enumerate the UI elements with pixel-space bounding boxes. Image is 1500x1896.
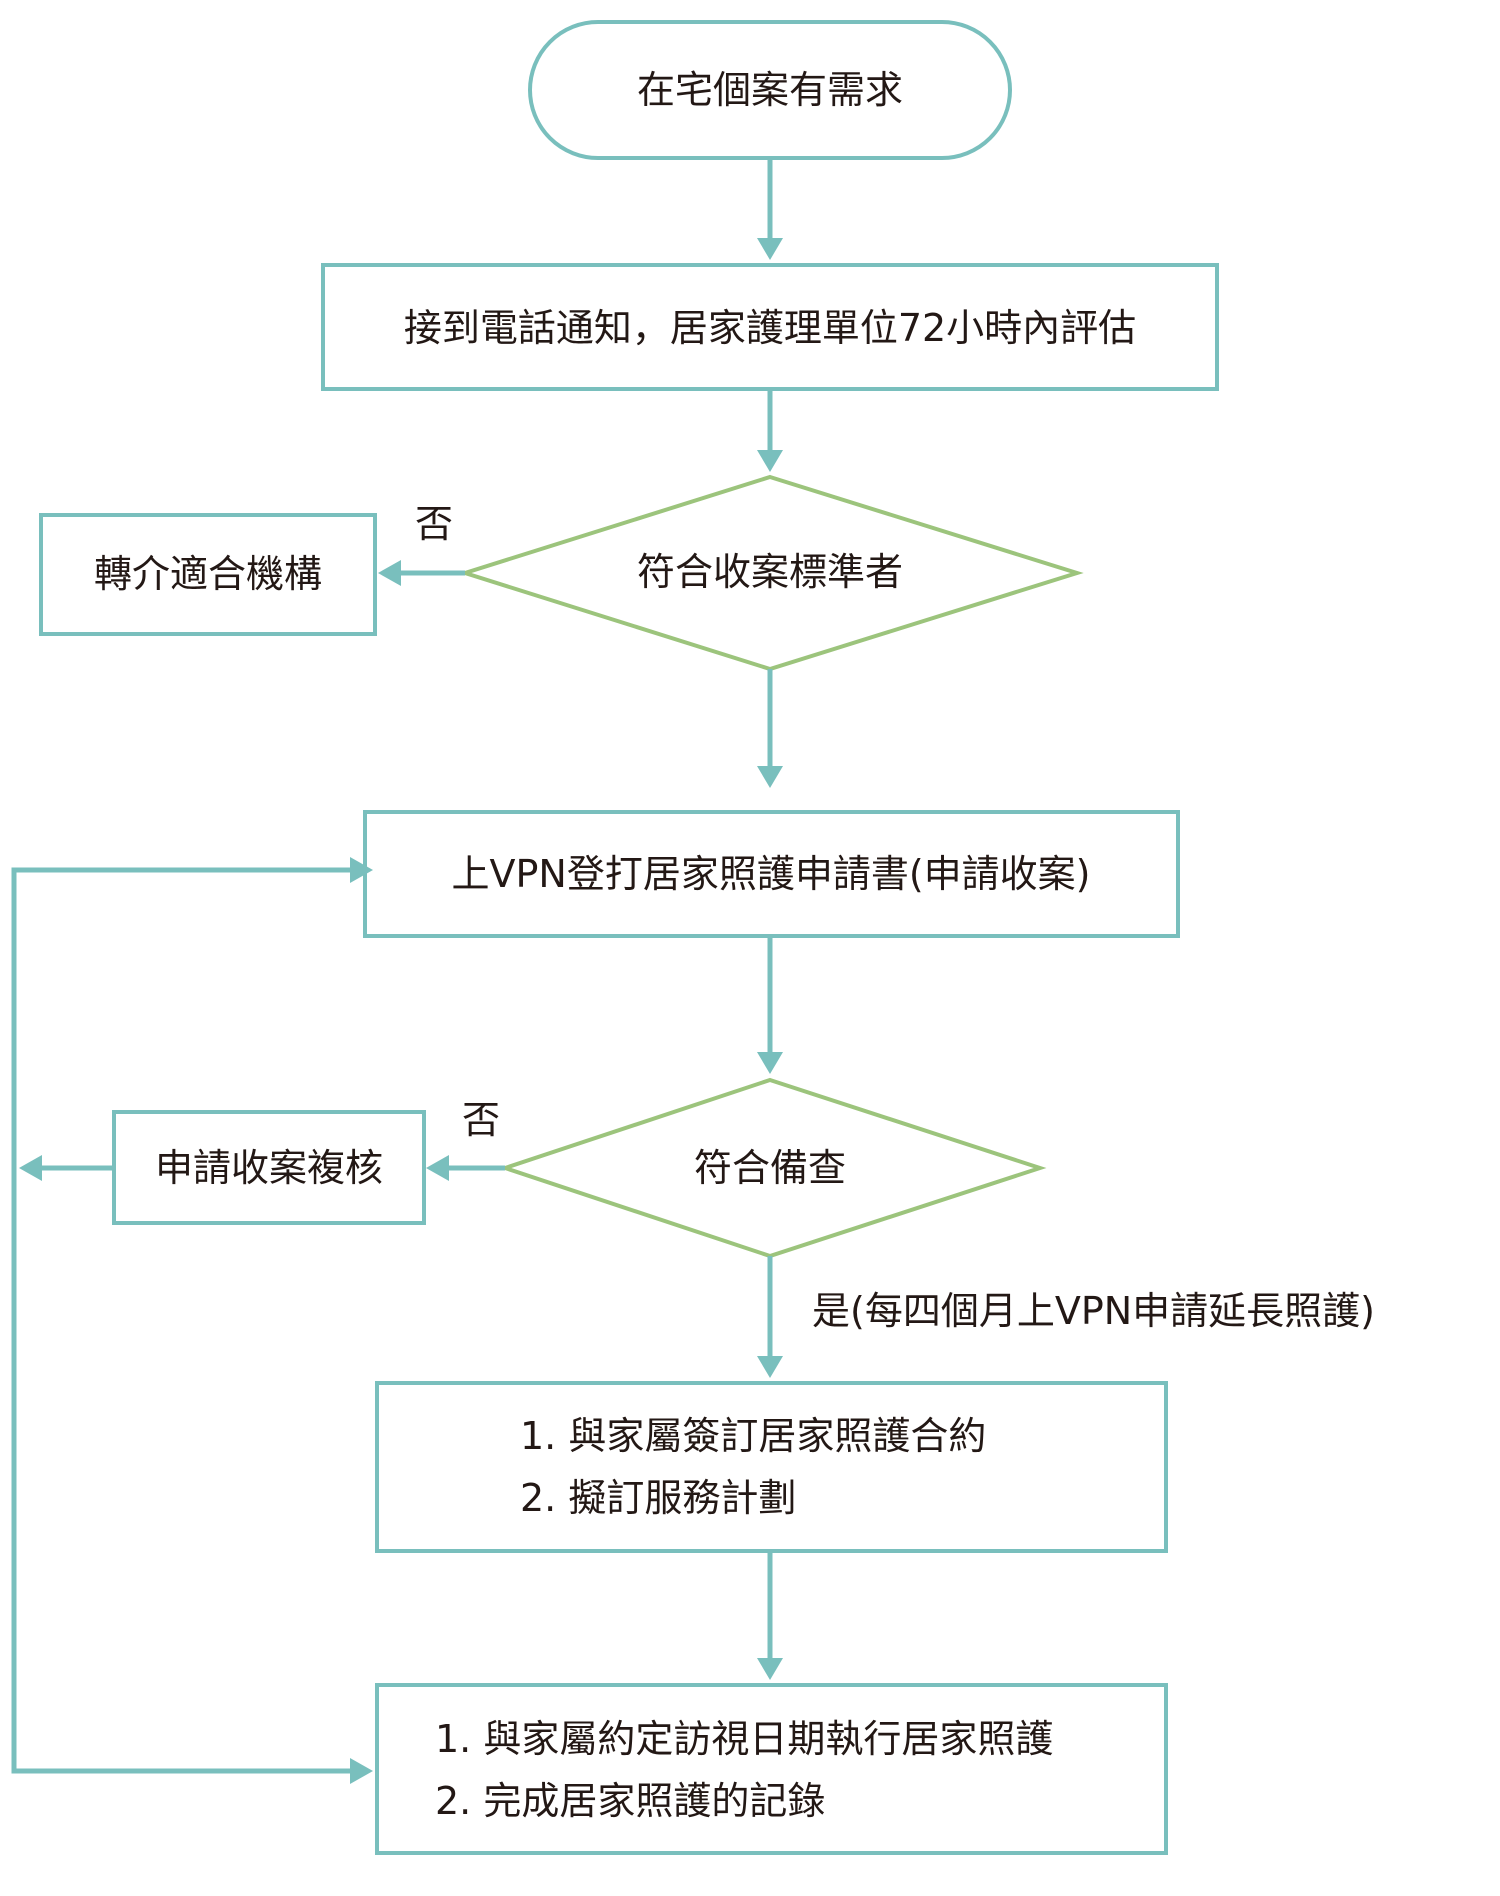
visit-box <box>375 1683 1168 1855</box>
vpn-apply-box <box>363 810 1180 938</box>
arrowhead <box>378 560 401 586</box>
contract-item: 2. 擬訂服務計劃 <box>520 1476 797 1520</box>
criteria-no-label: 否 <box>415 502 454 546</box>
phone-notice-label: 接到電話通知，居家護理單位72小時內評估 <box>403 306 1137 350</box>
arrowhead <box>19 1155 42 1181</box>
record-no-label: 否 <box>462 1098 501 1142</box>
arrowhead <box>757 1658 783 1680</box>
phone-notice-box <box>321 263 1219 391</box>
referral-label: 轉介適合機構 <box>93 552 323 596</box>
vpn-apply-label: 上VPN登打居家照護申請書(申請收案) <box>451 852 1091 896</box>
visit-list: 1. 與家屬約定訪視日期執行居家照護 2. 完成居家照護的記錄 <box>435 1708 1053 1832</box>
visit-item: 1. 與家屬約定訪視日期執行居家照護 <box>435 1717 1054 1761</box>
contract-item: 1. 與家屬簽訂居家照護合約 <box>520 1414 987 1458</box>
arrowhead <box>757 450 783 472</box>
review-label: 申請收案複核 <box>154 1146 384 1190</box>
arrowhead <box>350 1758 373 1784</box>
arrowhead <box>757 238 783 260</box>
visit-item: 2. 完成居家照護的記錄 <box>435 1779 826 1823</box>
arrowhead <box>426 1155 449 1181</box>
arrowhead <box>350 857 373 883</box>
criteria-decision-label: 符合收案標準者 <box>636 550 904 594</box>
start-label: 在宅個案有需求 <box>636 68 904 112</box>
arrowhead <box>757 766 783 788</box>
arrowhead <box>757 1356 783 1378</box>
record-yes-label: 是(每四個月上VPN申請延長照護) <box>812 1289 1375 1333</box>
referral-box <box>39 513 377 636</box>
contract-box <box>375 1381 1168 1553</box>
record-decision-label: 符合備查 <box>693 1146 847 1190</box>
arrowhead <box>757 1052 783 1074</box>
contract-list: 1. 與家屬簽訂居家照護合約 2. 擬訂服務計劃 <box>520 1405 986 1529</box>
loop-line <box>11 867 352 1774</box>
